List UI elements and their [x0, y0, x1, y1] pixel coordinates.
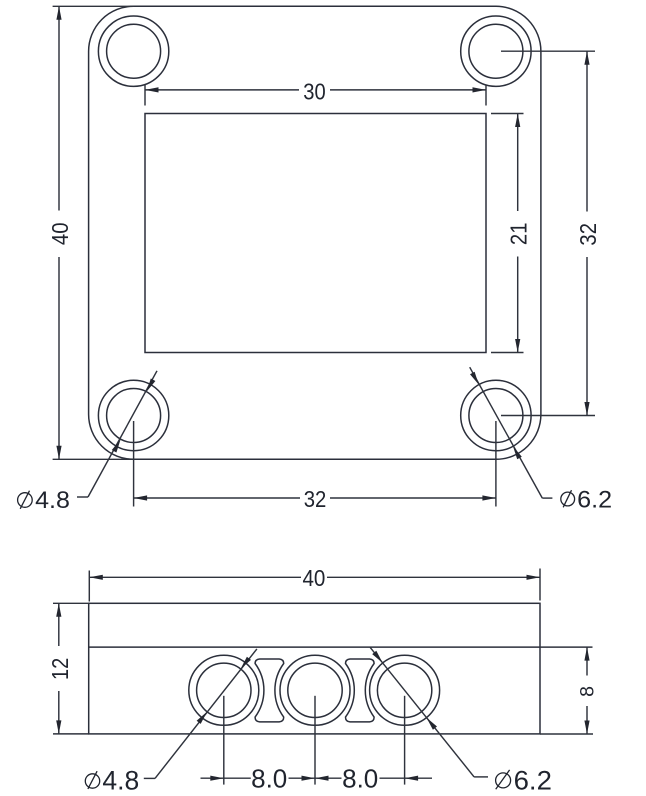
svg-text:4.8: 4.8: [35, 487, 70, 514]
svg-text:32: 32: [575, 223, 601, 246]
svg-text:40: 40: [302, 565, 325, 591]
svg-text:32: 32: [304, 486, 327, 512]
svg-text:8: 8: [576, 686, 598, 697]
svg-text:6.2: 6.2: [514, 766, 552, 796]
svg-text:6.2: 6.2: [577, 486, 612, 513]
svg-text:12: 12: [47, 658, 73, 680]
svg-text:8.0: 8.0: [251, 764, 287, 794]
svg-text:30: 30: [303, 78, 325, 104]
svg-text:21: 21: [505, 223, 531, 246]
svg-text:8.0: 8.0: [342, 764, 378, 794]
svg-text:4.8: 4.8: [102, 766, 139, 796]
svg-text:40: 40: [47, 222, 73, 245]
